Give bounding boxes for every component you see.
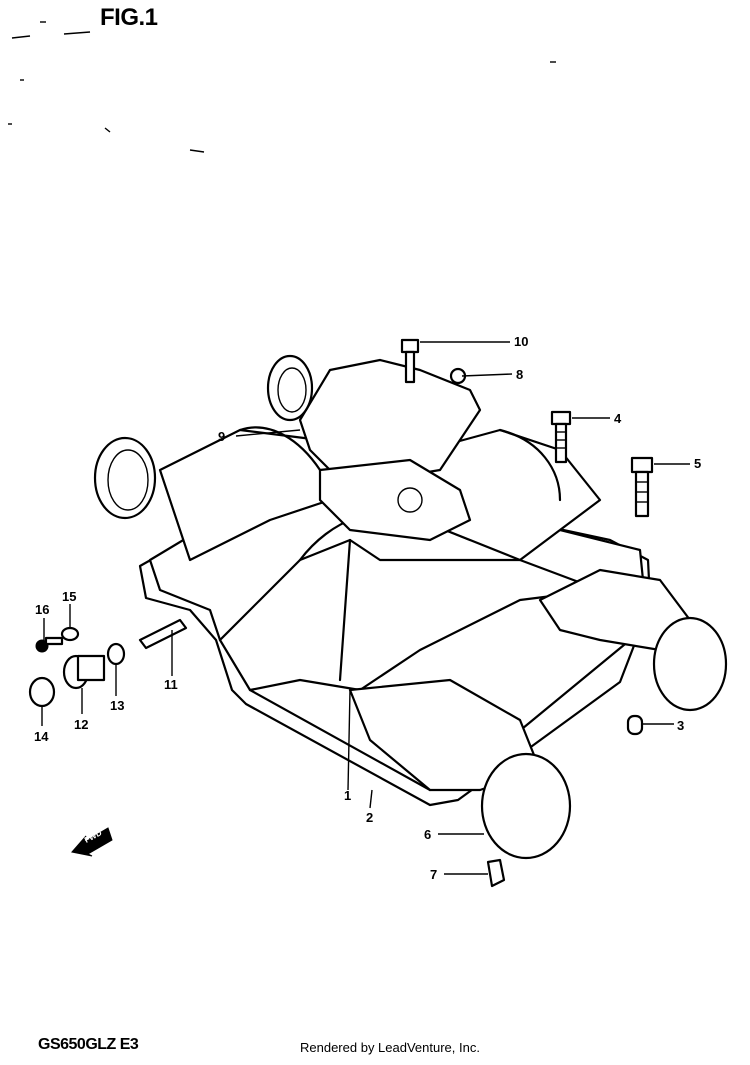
leader-lines bbox=[41, 341, 690, 875]
end-cap-front-left bbox=[480, 752, 572, 860]
breather-plate bbox=[318, 458, 472, 542]
callout-13: 13 bbox=[110, 698, 125, 713]
footer-credit: Rendered by LeadVenture, Inc. bbox=[300, 1040, 480, 1055]
plug-14 bbox=[28, 676, 56, 708]
screw-16 bbox=[35, 636, 64, 653]
figure-title: FIG.1 bbox=[100, 4, 158, 31]
callout-14: 14 bbox=[34, 729, 49, 744]
forward-arrow-icon bbox=[71, 827, 113, 857]
grommet-7 bbox=[486, 858, 506, 888]
bolt-5 bbox=[630, 456, 654, 518]
callout-6: 6 bbox=[424, 827, 432, 842]
switch-12 bbox=[62, 654, 106, 690]
callout-10: 10 bbox=[514, 334, 529, 349]
callout-12: 12 bbox=[74, 717, 89, 732]
bolt-4 bbox=[550, 410, 572, 464]
washer-15 bbox=[60, 626, 80, 642]
callout-8: 8 bbox=[516, 367, 524, 382]
scan-marks bbox=[8, 21, 556, 153]
dowel-3 bbox=[626, 714, 644, 736]
breather-cover bbox=[298, 358, 482, 482]
callout-5: 5 bbox=[694, 456, 702, 471]
end-cap-front-right bbox=[652, 616, 728, 712]
callout-3: 3 bbox=[677, 718, 685, 733]
sensor-11 bbox=[138, 618, 188, 650]
callout-9: 9 bbox=[218, 429, 226, 444]
callout-11: 11 bbox=[164, 677, 178, 692]
callout-15: 15 bbox=[62, 589, 77, 604]
callout-1: 1 bbox=[344, 788, 352, 803]
callout-2: 2 bbox=[366, 810, 374, 825]
rear-left-end-cap bbox=[93, 436, 157, 520]
callout-7: 7 bbox=[430, 867, 438, 882]
oring-13 bbox=[106, 642, 126, 666]
callout-16: 16 bbox=[35, 602, 50, 617]
bolt-10 bbox=[400, 338, 420, 384]
callout-4: 4 bbox=[614, 411, 622, 426]
model-code: GS650GLZ E3 bbox=[38, 1036, 139, 1053]
